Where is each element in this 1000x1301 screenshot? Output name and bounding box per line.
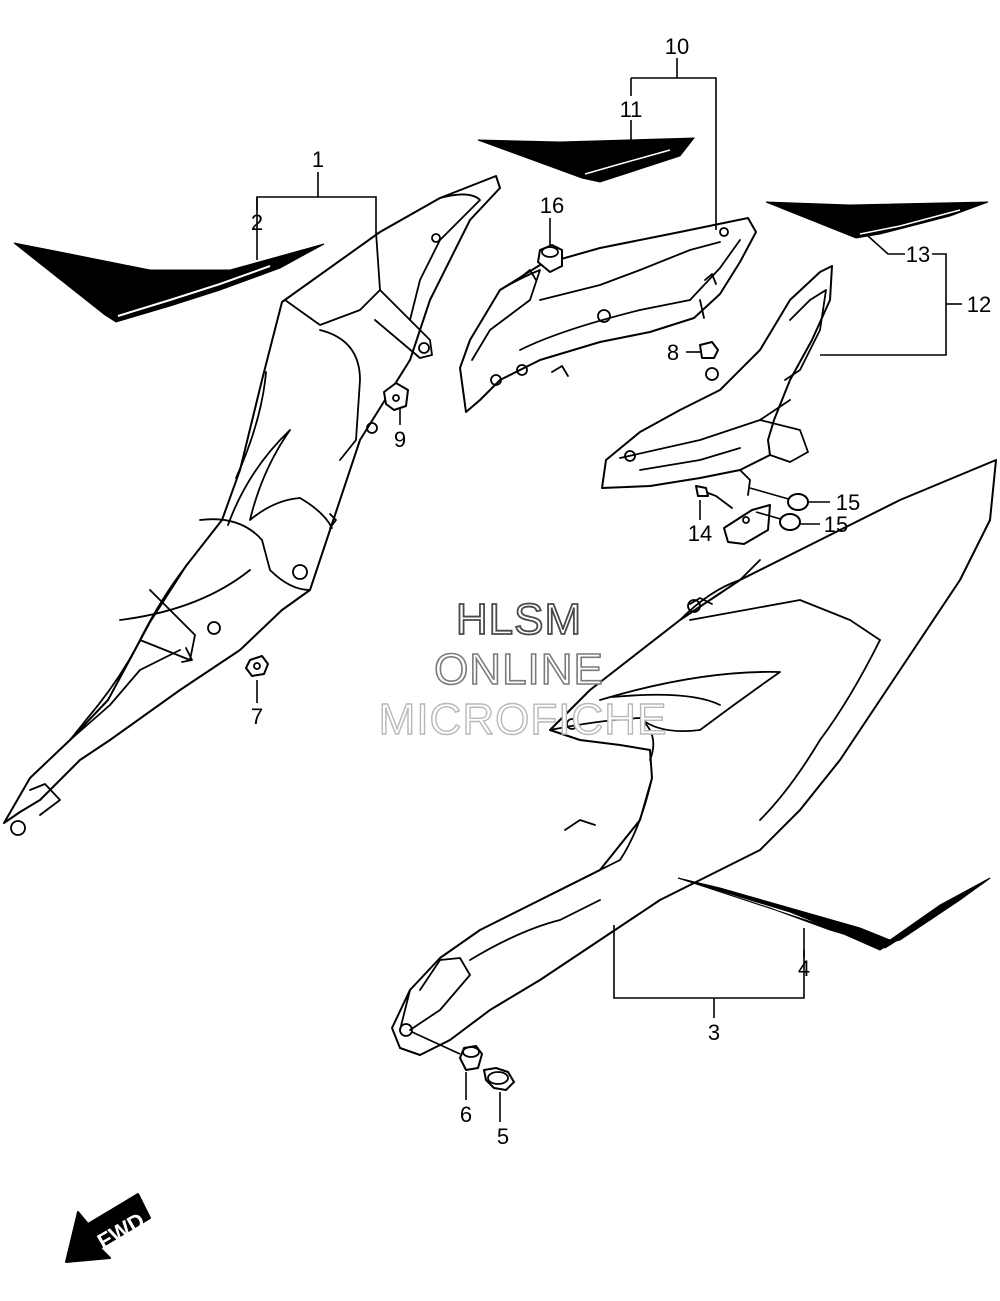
emblem-4: [677, 877, 991, 951]
inner-panel-12: [601, 265, 833, 496]
callout-11: 11: [620, 97, 643, 122]
callout-3: 3: [708, 1020, 720, 1045]
bracket-14: [695, 485, 771, 545]
callout-15b: 15: [824, 512, 848, 537]
watermark: HLSM ONLINE MICROFICHE: [378, 594, 668, 745]
callout-4: 4: [798, 956, 810, 981]
callout-10: 10: [665, 34, 689, 59]
watermark-line-2: ONLINE: [434, 645, 604, 694]
nut-7: [245, 655, 269, 677]
callout-5: 5: [497, 1124, 509, 1149]
callout-8: 8: [667, 340, 679, 365]
callout-2: 2: [251, 210, 263, 235]
watermark-line-3: MICROFICHE: [379, 695, 668, 744]
inner-panel-10: [459, 217, 757, 413]
callout-7: 7: [251, 704, 263, 729]
fwd-arrow-icon: FWD: [65, 1193, 151, 1263]
watermark-line-1: HLSM: [456, 595, 582, 644]
grommet-6: [411, 1031, 483, 1071]
left-side-cover: [3, 175, 501, 836]
screw-15a: [749, 487, 809, 511]
callout-12: 12: [967, 292, 991, 317]
right-side-cover: [391, 459, 997, 1056]
callout-1: 1: [312, 147, 324, 172]
leader-lines: [256, 58, 962, 1122]
clip-9: [383, 382, 409, 411]
callout-14: 14: [688, 521, 712, 546]
emblem-13: [765, 201, 989, 239]
emblem-2: [13, 242, 325, 323]
callout-13: 13: [906, 242, 930, 267]
screw-15b: [755, 511, 801, 531]
emblem-11: [477, 137, 696, 183]
rivet-8: [686, 341, 719, 359]
callout-9: 9: [394, 427, 406, 452]
bolt-5: [483, 1067, 515, 1091]
callout-6: 6: [460, 1102, 472, 1127]
grommet-16: [537, 244, 563, 273]
callout-16: 16: [540, 193, 564, 218]
callout-15a: 15: [836, 490, 860, 515]
